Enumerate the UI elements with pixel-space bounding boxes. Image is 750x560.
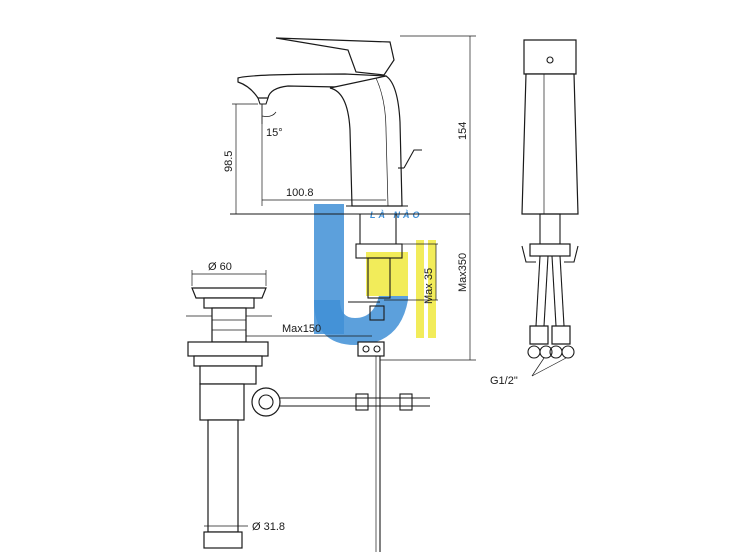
watermark-blue-bowl — [314, 290, 408, 345]
faucet-lever — [275, 37, 395, 76]
dim-154: 154 — [457, 122, 469, 140]
dim-98-5-group: 98.5 — [223, 103, 258, 214]
dim-max350: Max350 — [457, 253, 469, 292]
popup-drain: Ø 60 Ø 31.8 — [186, 261, 430, 549]
faucet-front-view: G1/2" — [490, 39, 579, 387]
drain-shank — [211, 307, 247, 343]
rod-clamp — [369, 305, 385, 321]
dim-drain-60: Ø 60 — [208, 261, 232, 273]
dim-154-group: 154 — [400, 35, 476, 214]
hose-end-right — [551, 325, 571, 345]
dim-tilt-15: 15° — [266, 127, 283, 139]
front-shank — [539, 213, 561, 245]
front-mount-nut — [529, 243, 571, 257]
dim-max350-group: Max350 — [380, 214, 476, 361]
drain-cap — [191, 287, 267, 299]
dim-max150: Max150 — [282, 323, 321, 335]
dim-max150-group: Max150 — [232, 323, 372, 337]
watermark-yellow-block — [366, 252, 408, 296]
faucet-body — [329, 75, 403, 207]
hose-end-left — [529, 325, 549, 345]
faucet-aerator — [257, 97, 269, 105]
dim-tailpiece-31-8: Ø 31.8 — [252, 521, 285, 533]
mounting-assembly — [348, 214, 403, 552]
mounting-bracket — [367, 257, 391, 299]
front-body — [521, 73, 579, 215]
front-indicator-dot — [546, 56, 554, 64]
drain-locknut — [187, 341, 269, 357]
watermark-yellow-bar-2 — [428, 240, 436, 338]
watermark-yellow-bar-1 — [416, 240, 424, 338]
watermark-text: LÀ NÀO — [370, 210, 423, 220]
drain-tailpiece — [207, 419, 239, 533]
dim-100-8-group: 100.8 — [261, 104, 386, 206]
faucet-side-view: 15° — [230, 37, 470, 215]
drain-body — [199, 383, 245, 421]
lever-connector-nut — [251, 387, 281, 417]
dim-98-5: 98.5 — [223, 151, 235, 172]
watermark-logo: LÀ NÀO — [314, 204, 436, 345]
tilt-arc — [261, 104, 277, 124]
dim-100-8: 100.8 — [286, 187, 314, 199]
dim-max35: Max 35 — [423, 268, 435, 304]
faucet-body-highlight — [375, 77, 389, 207]
faucet-spout — [237, 73, 391, 99]
popup-rod — [403, 149, 422, 169]
lever-strap — [355, 393, 369, 411]
dim-thread-g12: G1/2" — [490, 375, 518, 387]
